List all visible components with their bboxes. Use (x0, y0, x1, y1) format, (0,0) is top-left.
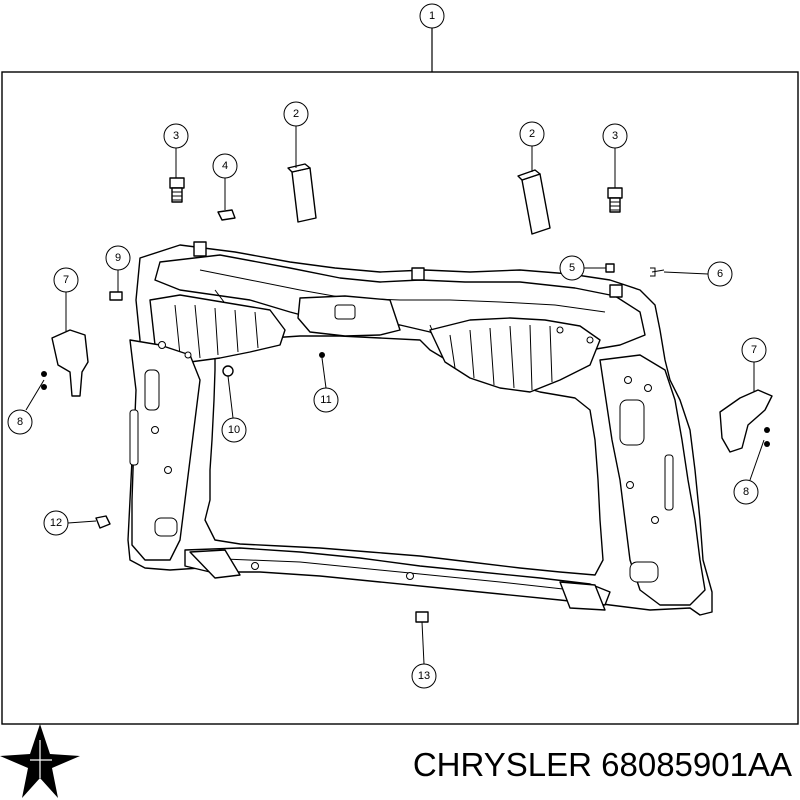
screw-6 (650, 267, 665, 277)
callout-6: 6 (707, 261, 733, 287)
diagram-frame (1, 71, 799, 725)
right-headlamp-bracket (429, 317, 601, 393)
insulator-block-right (517, 169, 551, 235)
hood-bumper-bracket-left (51, 329, 89, 397)
nut-10 (222, 365, 234, 377)
callout-2a: 2 (283, 101, 309, 127)
callout-10-label: 10 (228, 424, 240, 436)
callout-3b-label: 3 (612, 130, 618, 142)
callout-2a-label: 2 (293, 108, 299, 120)
insulator-block-left (287, 163, 317, 223)
callout-9: 9 (105, 245, 131, 271)
callout-9-label: 9 (115, 252, 121, 264)
callout-7b: 7 (741, 337, 767, 363)
push-pin (605, 263, 615, 273)
callout-11-label: 11 (320, 394, 331, 406)
callout-4: 4 (212, 153, 238, 179)
brand-name: CHRYSLER (413, 746, 592, 783)
callout-8b: 8 (733, 479, 759, 505)
plug-11 (319, 352, 325, 358)
callout-3a: 3 (163, 123, 189, 149)
callout-13: 13 (411, 663, 437, 689)
callout-13-label: 13 (418, 670, 430, 682)
callout-7b-label: 7 (751, 344, 757, 356)
callout-3a-label: 3 (173, 130, 179, 142)
radiator-support-assembly (127, 241, 713, 616)
callout-2b-label: 2 (529, 128, 535, 140)
callout-4-label: 4 (222, 160, 228, 172)
bolt-right (607, 187, 623, 213)
callout-7a-label: 7 (63, 274, 69, 286)
callout-1: 1 (419, 3, 445, 29)
radiator-support-opening (204, 335, 604, 576)
callout-5-label: 5 (569, 262, 575, 274)
callout-3b: 3 (602, 123, 628, 149)
brand-caption: CHRYSLER 68085901AA (413, 746, 792, 783)
callout-2b: 2 (519, 121, 545, 147)
callout-8a-label: 8 (17, 416, 23, 428)
clip-13 (415, 611, 429, 623)
callout-8b-label: 8 (743, 486, 749, 498)
lower-crossmember (184, 547, 611, 606)
screw-8a (41, 371, 47, 377)
callout-10: 10 (221, 417, 247, 443)
callout-5: 5 (559, 255, 585, 281)
callout-8a: 8 (7, 409, 33, 435)
callout-7a: 7 (53, 267, 79, 293)
part-number: 68085901AA (601, 746, 792, 783)
callout-1-label: 1 (429, 10, 435, 22)
bolt-left (169, 177, 185, 203)
callout-12: 12 (43, 510, 69, 536)
leader-lines (25, 126, 765, 665)
clip-nut (217, 209, 236, 221)
screw-8b (764, 427, 770, 433)
clip-9 (109, 291, 123, 301)
bolt-12 (95, 515, 111, 529)
callout-6-label: 6 (717, 268, 723, 280)
callout-11: 11 (313, 387, 339, 413)
pentastar-icon (0, 724, 80, 798)
hood-bumper-bracket-right (719, 389, 773, 453)
callout-12-label: 12 (50, 517, 62, 529)
